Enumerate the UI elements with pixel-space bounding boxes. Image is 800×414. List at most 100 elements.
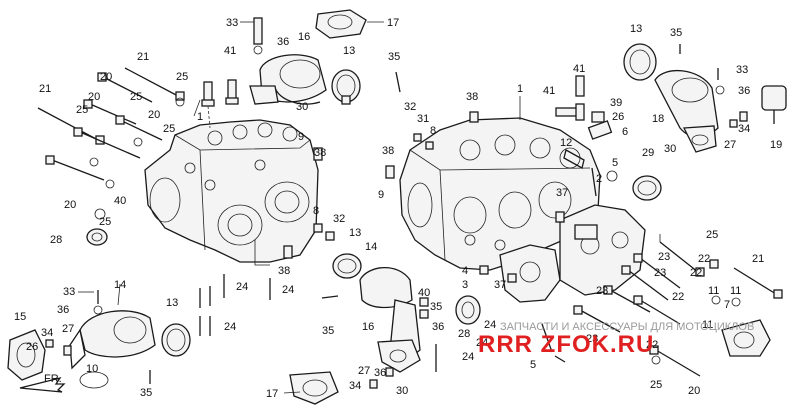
callout-23: 23 bbox=[658, 251, 670, 263]
callout-24: 24 bbox=[484, 319, 496, 331]
callout-25: 25 bbox=[706, 229, 718, 241]
spark-plug-left bbox=[201, 79, 239, 129]
callout-26: 26 bbox=[26, 341, 38, 353]
callout-38: 38 bbox=[382, 145, 394, 157]
callout-37: 37 bbox=[494, 279, 506, 291]
callout-7: 7 bbox=[724, 299, 730, 311]
callout-18: 18 bbox=[652, 113, 664, 125]
callout-36: 36 bbox=[374, 367, 386, 379]
callout-24: 24 bbox=[462, 351, 474, 363]
callout-33: 33 bbox=[226, 17, 238, 29]
callout-38: 38 bbox=[278, 265, 290, 277]
thermostat-housing-top bbox=[249, 9, 401, 105]
callout-35: 35 bbox=[388, 51, 400, 63]
callout-24: 24 bbox=[476, 337, 488, 349]
callout-20: 20 bbox=[100, 71, 112, 83]
callout-22: 22 bbox=[690, 267, 702, 279]
callout-9: 9 bbox=[378, 189, 384, 201]
callout-13: 13 bbox=[349, 227, 361, 239]
callout-21: 21 bbox=[752, 253, 764, 265]
callout-24: 24 bbox=[236, 281, 248, 293]
callout-labels: 33 36 16 17 13 35 41 30 21 20 25 21 20 2… bbox=[14, 17, 782, 400]
callout-9: 9 bbox=[298, 131, 304, 143]
callout-12: 12 bbox=[560, 137, 572, 149]
callout-10: 10 bbox=[86, 363, 98, 375]
callout-28: 28 bbox=[50, 234, 62, 246]
callout-13: 13 bbox=[343, 45, 355, 57]
callout-22: 22 bbox=[672, 291, 684, 303]
callout-20: 20 bbox=[148, 109, 160, 121]
callout-36: 36 bbox=[432, 321, 444, 333]
right-top-parts bbox=[555, 43, 787, 201]
callout-5: 5 bbox=[530, 359, 536, 371]
callout-1: 1 bbox=[197, 111, 203, 123]
callout-15: 15 bbox=[14, 311, 26, 323]
callout-32: 32 bbox=[404, 101, 416, 113]
callout-29: 29 bbox=[642, 147, 654, 159]
callout-19: 19 bbox=[770, 139, 782, 151]
callout-40: 40 bbox=[114, 195, 126, 207]
right-head-small-parts bbox=[385, 111, 618, 363]
callout-41: 41 bbox=[224, 45, 236, 57]
callout-20: 20 bbox=[64, 199, 76, 211]
callout-34: 34 bbox=[41, 327, 53, 339]
right-cylinder-head bbox=[399, 117, 646, 303]
callout-16: 16 bbox=[362, 321, 374, 333]
callout-11: 11 bbox=[730, 285, 741, 297]
callout-21: 21 bbox=[137, 51, 149, 63]
callout-4: 4 bbox=[462, 265, 468, 277]
callout-22: 22 bbox=[698, 253, 710, 265]
callout-41: 41 bbox=[573, 63, 585, 75]
front-direction-label: FR. bbox=[44, 373, 62, 385]
callout-36: 36 bbox=[738, 85, 750, 97]
callout-13: 13 bbox=[166, 297, 178, 309]
callout-30: 30 bbox=[664, 143, 676, 155]
callout-37: 37 bbox=[556, 187, 568, 199]
callout-25: 25 bbox=[99, 216, 111, 228]
callout-36: 36 bbox=[57, 304, 69, 316]
mid-small-parts bbox=[199, 147, 335, 336]
callout-1: 1 bbox=[517, 83, 523, 95]
callout-13: 13 bbox=[630, 23, 642, 35]
callout-27: 27 bbox=[358, 365, 370, 377]
callout-23: 23 bbox=[654, 267, 666, 279]
callout-24: 24 bbox=[224, 321, 236, 333]
callout-25: 25 bbox=[650, 379, 662, 391]
callout-34: 34 bbox=[349, 380, 361, 392]
callout-41: 41 bbox=[543, 85, 555, 97]
callout-35: 35 bbox=[140, 387, 152, 399]
callout-40: 40 bbox=[418, 287, 430, 299]
watermark-text: ЗАПЧАСТИ И АКСЕССУАРЫ ДЛЯ МОТОЦИКЛОВ bbox=[500, 321, 754, 333]
callout-33: 33 bbox=[63, 286, 75, 298]
callout-17: 17 bbox=[266, 388, 278, 400]
callout-31: 31 bbox=[417, 113, 429, 125]
callout-39: 39 bbox=[610, 97, 622, 109]
callout-23: 23 bbox=[596, 285, 608, 297]
callout-11: 11 bbox=[702, 319, 713, 331]
callout-34: 34 bbox=[738, 123, 750, 135]
callout-27: 27 bbox=[724, 139, 736, 151]
right-head-bolts bbox=[573, 241, 783, 377]
left-head-bolts bbox=[37, 67, 185, 246]
callout-25: 25 bbox=[76, 104, 88, 116]
callout-20: 20 bbox=[88, 91, 100, 103]
callout-25: 25 bbox=[130, 91, 142, 103]
callout-20: 20 bbox=[688, 385, 700, 397]
callout-28: 28 bbox=[458, 328, 470, 340]
callout-26: 26 bbox=[612, 111, 624, 123]
callout-25: 25 bbox=[163, 123, 175, 135]
callout-8: 8 bbox=[313, 205, 319, 217]
callout-17: 17 bbox=[387, 17, 399, 29]
callout-22: 22 bbox=[646, 339, 658, 351]
callout-24: 24 bbox=[282, 284, 294, 296]
callout-8: 8 bbox=[430, 125, 436, 137]
callout-30: 30 bbox=[296, 101, 308, 113]
bottom-left-water-pipe bbox=[7, 290, 191, 393]
callout-27: 27 bbox=[62, 323, 74, 335]
callout-11: 11 bbox=[708, 285, 719, 297]
callout-16: 16 bbox=[298, 31, 310, 43]
callout-35: 35 bbox=[430, 301, 442, 313]
callout-14: 14 bbox=[365, 241, 377, 253]
callout-3: 3 bbox=[462, 279, 468, 291]
callout-2: 2 bbox=[596, 173, 602, 185]
